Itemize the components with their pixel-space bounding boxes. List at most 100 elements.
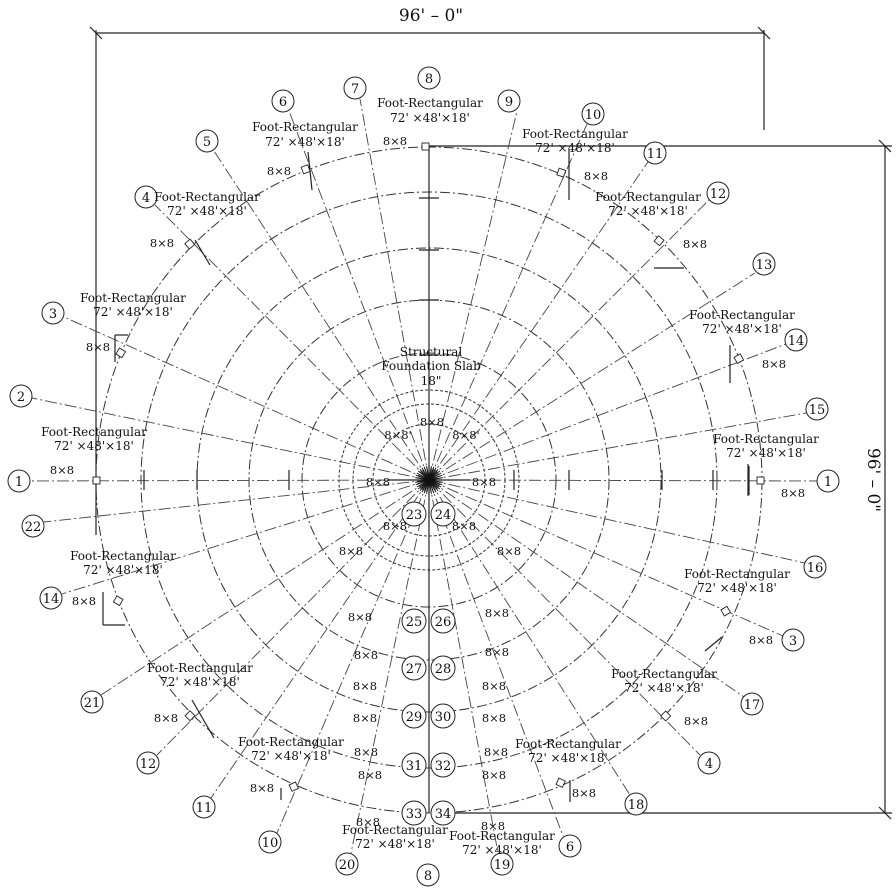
column-size-label: 8×8 <box>383 519 407 533</box>
radial-grid-line <box>428 412 807 481</box>
grid-bubble-18: 18 <box>628 798 645 813</box>
radial-grid-line <box>428 123 588 481</box>
footing-20-name: Foot-Rectangular <box>342 823 448 837</box>
footing-6-name: Foot-Rectangular <box>252 120 358 134</box>
footing-3-size: 72' ×48'×18' <box>93 305 173 319</box>
grid-bubble-6-top: 6 <box>279 95 287 110</box>
radial-grid-line <box>61 479 430 595</box>
footing-12-name: Foot-Rectangular <box>595 190 701 204</box>
column-labels: 8×8 8×8 8×8 8×8 8×8 8×8 8×8 8×8 8×8' 8×8… <box>50 134 805 833</box>
grid-bubble-10-bottom: 10 <box>262 836 279 851</box>
ring-ticks <box>143 197 749 496</box>
column-size-label: 8×8 <box>484 745 508 759</box>
slab-label-line2: Foundation Slab <box>381 359 481 373</box>
grid-bubble-16: 16 <box>807 561 824 576</box>
radial-grid-line <box>428 479 499 854</box>
footing-6-size: 72' ×48'×18' <box>265 135 345 149</box>
column-size-label: 8×8 <box>383 134 407 148</box>
radial-grid-line <box>428 479 745 698</box>
grid-bubble-8-bottom: 8 <box>424 869 432 884</box>
radial-grid-line <box>156 479 430 756</box>
column-size-label: 8×8 <box>356 815 380 829</box>
column-size-label: 8×8 <box>497 544 521 558</box>
grid-bubble-25: 25 <box>406 615 423 630</box>
radial-grid-line <box>210 479 430 799</box>
grid-bubble-31: 31 <box>406 759 423 774</box>
grid-bubble-24: 24 <box>435 508 452 523</box>
grid-bubble-32: 32 <box>435 759 452 774</box>
column-size-label: 8×8 <box>366 475 390 489</box>
footing-4-bottom-size: 72' ×48'×18' <box>624 681 704 695</box>
grid-bubble-19: 19 <box>494 858 511 873</box>
radial-grid-line <box>276 479 430 834</box>
column-size-label: 8×8 <box>749 633 773 647</box>
grid-bubble-12-top: 12 <box>710 187 727 202</box>
footing-19-size: 72' ×48'×18' <box>462 843 542 857</box>
hub-ray <box>428 477 443 481</box>
column-size-label: 8×8 <box>150 236 174 250</box>
radial-grid-line <box>428 272 756 481</box>
footing-6-bottom-size: 72' ×48'×18' <box>528 751 608 765</box>
radial-grid-line <box>154 204 430 481</box>
footing-6-bottom-name: Foot-Rectangular <box>515 737 621 751</box>
grid-bubble-7: 7 <box>351 82 359 97</box>
column-size-label: 8×8 <box>250 781 274 795</box>
footing-3-right-name: Foot-Rectangular <box>684 567 790 581</box>
footing-4-size: 72' ×48'×18' <box>167 204 247 218</box>
column-size-label: 8×8 <box>781 486 805 500</box>
column-size-label: 8×8 <box>762 357 786 371</box>
radial-grid-line <box>43 479 430 523</box>
grid-bubble-1-left: 1 <box>15 475 23 490</box>
column-size-label: 8×8 <box>481 819 505 833</box>
grid-bubble-1-right: 1 <box>824 475 832 490</box>
footing-10-name: Foot-Rectangular <box>522 127 628 141</box>
slab-thickness: 18" <box>421 374 442 388</box>
radial-grid-line <box>428 479 819 482</box>
footing-14-size: 72' ×48'×18' <box>702 322 782 336</box>
grid-bubble-14-left: 14 <box>43 592 60 607</box>
radial-grid-line <box>63 316 430 481</box>
radial-grid-line <box>428 479 631 796</box>
column-size-label: 8×8 <box>353 679 377 693</box>
grid-bubble-20: 20 <box>339 858 356 873</box>
grid-bubble-30: 30 <box>435 710 452 725</box>
column-size-label: 8×8 <box>482 768 506 782</box>
footing-10-size: 72' ×48'×18' <box>535 141 615 155</box>
grid-bubble-34: 34 <box>435 807 452 822</box>
column-size-label: 8×8 <box>684 714 708 728</box>
footing-12-size: 72' ×48'×18' <box>608 204 688 218</box>
grid-bubble-3-left: 3 <box>49 307 57 322</box>
grid-bubble-22: 22 <box>25 520 42 535</box>
column-size-label: 8×8 <box>683 237 707 251</box>
column-size-label: 8×8 <box>358 768 382 782</box>
grid-bubble-11-bottom: 11 <box>196 801 213 816</box>
footing-4-bottom-name: Foot-Rectangular <box>611 667 717 681</box>
footing-14-name: Foot-Rectangular <box>689 308 795 322</box>
radial-grid-lines <box>29 98 819 854</box>
radial-grid-line <box>428 479 806 564</box>
footing-3-name: Foot-Rectangular <box>80 291 186 305</box>
column-size-label: 8×8 <box>485 645 509 659</box>
column-size-label: 8×8 <box>354 648 378 662</box>
radial-grid-line <box>428 161 649 481</box>
top-dimension-label: 96' – 0" <box>399 6 463 26</box>
grid-bubble-4-top: 4 <box>142 191 150 206</box>
radial-grid-line <box>31 397 430 481</box>
right-dimension-label: 96' – 0" <box>863 448 883 512</box>
footing-20-size: 72' ×48'×18' <box>355 837 435 851</box>
footing-12-bottom-size: 72' ×48'×18' <box>160 675 240 689</box>
grid-bubble-2: 2 <box>17 390 25 405</box>
column-size-label: 8×8 <box>482 679 506 693</box>
column-size-label: 8×8 <box>50 463 74 477</box>
column-size-label: 8×8 <box>452 519 476 533</box>
column-size-label: 8×8 <box>572 786 596 800</box>
column-size-label: 8×8 <box>420 415 444 429</box>
footing-14-left-name: Foot-Rectangular <box>70 549 176 563</box>
grid-bubble-13: 13 <box>756 258 773 273</box>
footing-markers <box>92 142 765 802</box>
column-size-label: 8×8 <box>154 711 178 725</box>
footing-14-left-size: 72' ×48'×18' <box>83 563 163 577</box>
footing-12-bottom-name: Foot-Rectangular <box>147 661 253 675</box>
column-size-label: 8×8 <box>485 606 509 620</box>
radial-grid-line <box>428 479 564 837</box>
